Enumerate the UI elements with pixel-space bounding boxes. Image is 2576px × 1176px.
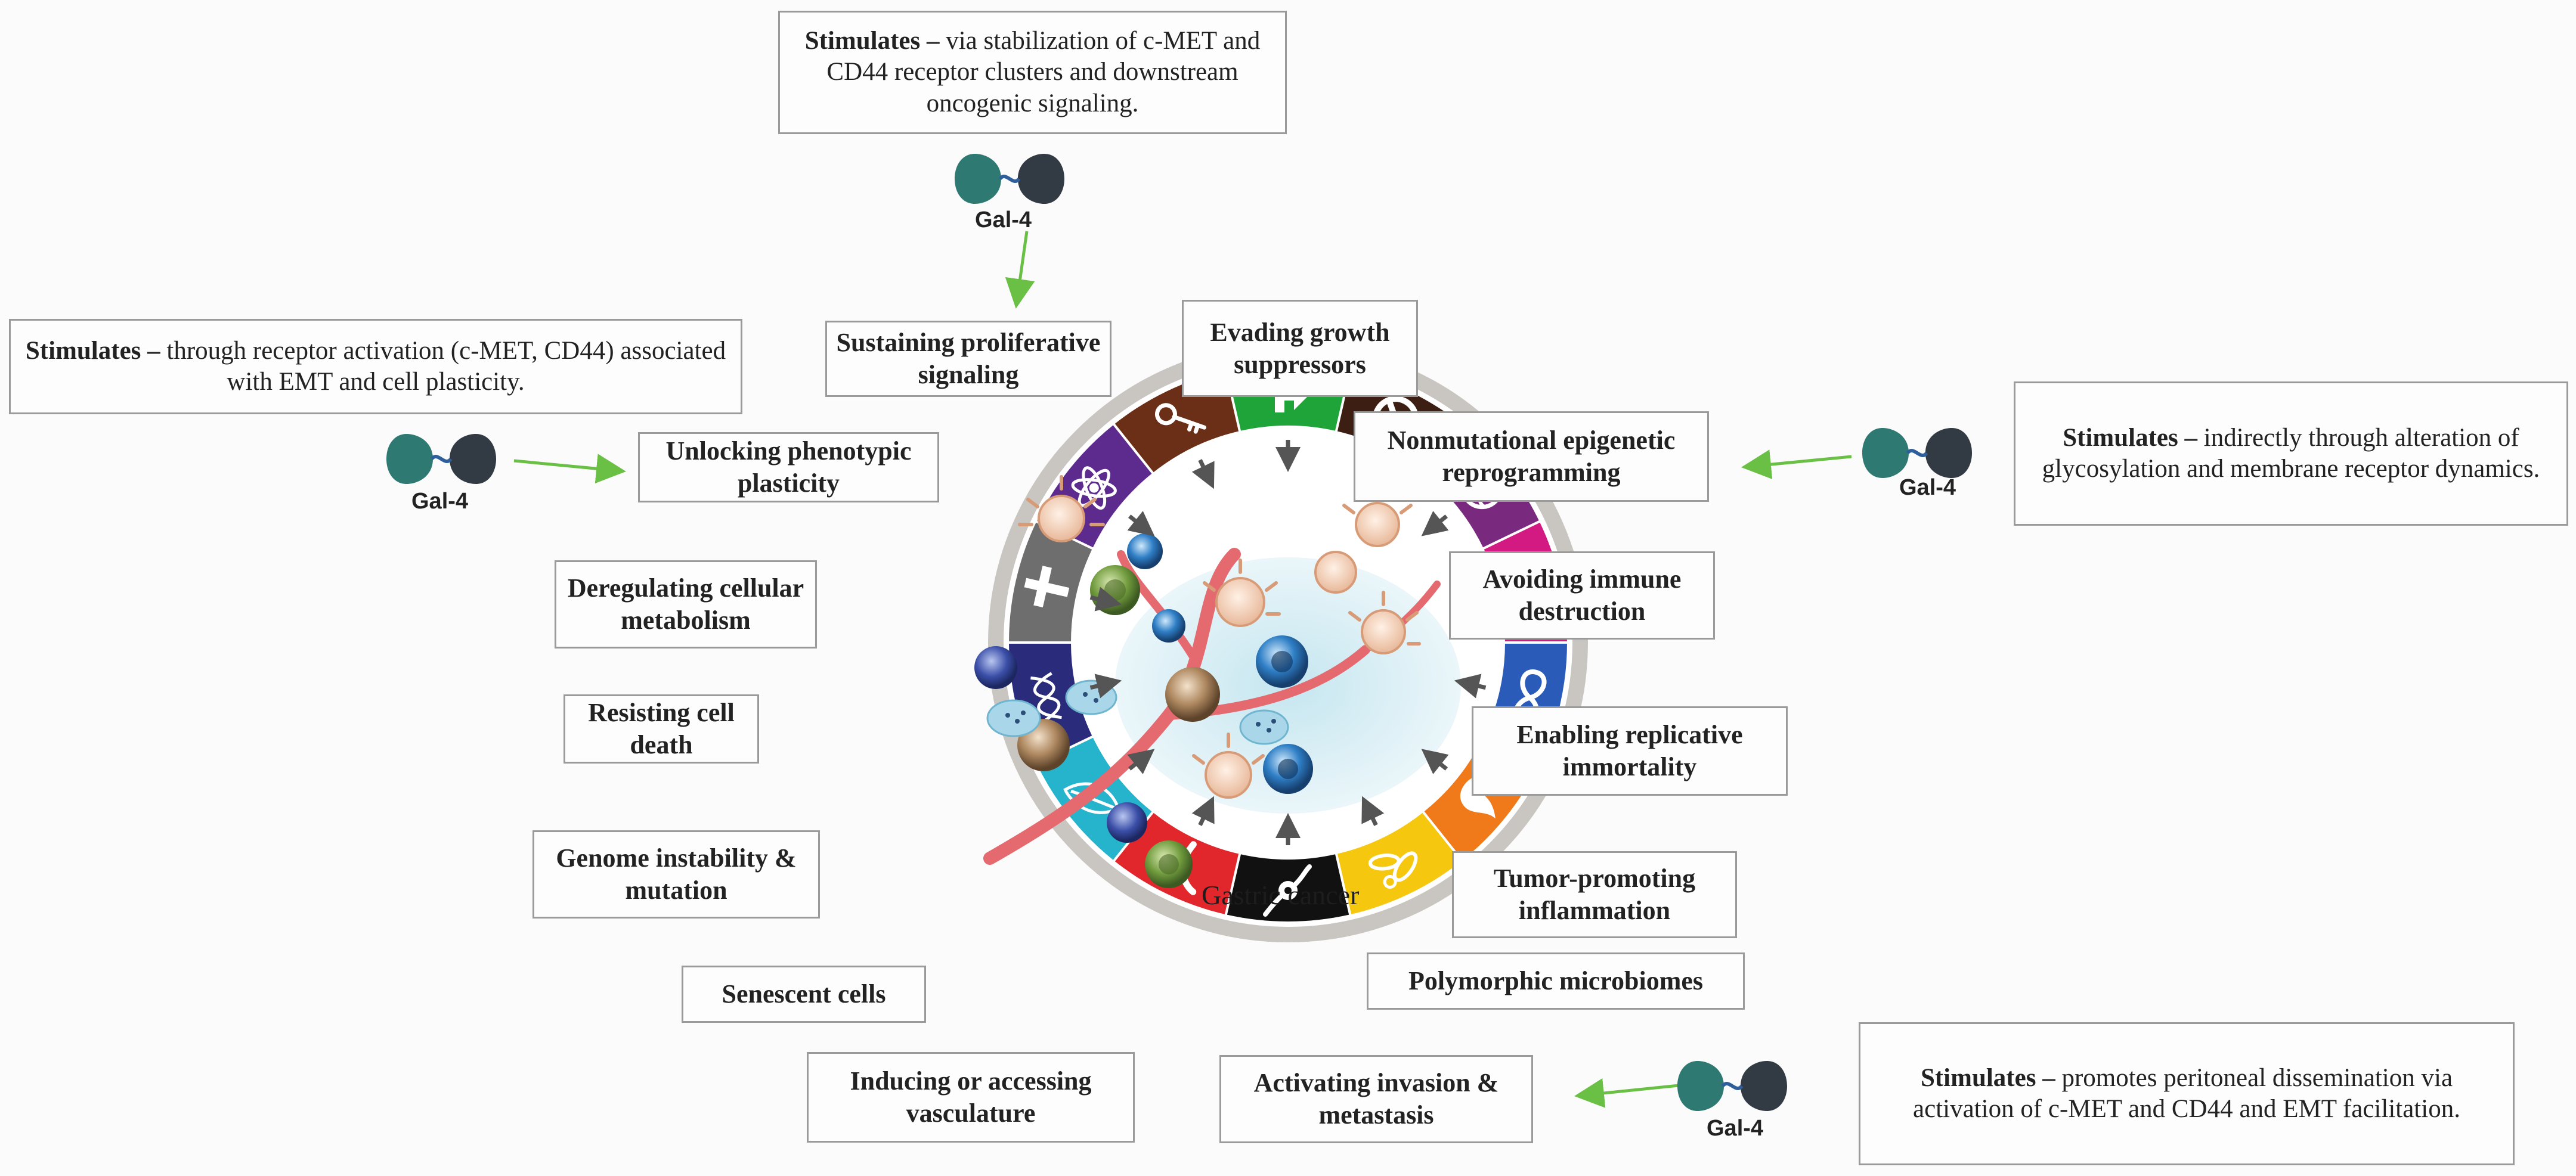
arrow-to-tumor-senescent (1127, 749, 1155, 774)
stimulates-box-invasion: Stimulates – promotes peritoneal dissemi… (1859, 1022, 2515, 1165)
label-senescent: Senescent cells (682, 966, 926, 1023)
stimulates-keyword: Stimulates – (2063, 423, 2197, 452)
arrow-to-tumor-genome (1089, 674, 1122, 699)
bacteria-icon (1368, 851, 1418, 889)
arrow-to-tumor-metabolism (1127, 511, 1155, 536)
label-metabolism: Deregulating cellular metabolism (555, 560, 817, 648)
atom-icon (1071, 466, 1117, 510)
gal4-molecules (386, 154, 1972, 1111)
stimulates-box-sustaining: Stimulates – via stabilization of c-MET … (778, 11, 1287, 134)
gal4-molecule-icon-sustaining (955, 154, 1064, 204)
arrow-to-tumor-plasticity (1191, 459, 1215, 489)
gal4-arrow-epigenetic (1741, 449, 1852, 480)
arrow-to-tumor-celldeath (1089, 587, 1122, 612)
stimulates-box-epigenetic: Stimulates – indirectly through alterati… (2014, 381, 2568, 526)
label-plasticity: Unlocking phenotypic plasticity (638, 432, 939, 502)
invasive-cell-icon (1263, 864, 1312, 917)
stimulates-text: via stabilization of c-MET and CD44 rece… (826, 26, 1261, 117)
gal4-molecule-icon-epigenetic (1862, 428, 1972, 478)
gal4-arrow-plasticity (513, 454, 626, 484)
stimulates-text: indirectly through alteration of glycosy… (2042, 423, 2540, 483)
tumor-illustration (974, 475, 1461, 888)
label-invasion: Activating invasion & metastasis (1219, 1055, 1533, 1143)
cross-icon (1024, 566, 1070, 608)
key-icon (1154, 403, 1207, 434)
label-immune: Avoiding immune destruction (1449, 551, 1715, 640)
label-inflammation: Tumor-promoting inflammation (1452, 851, 1737, 938)
stimulates-keyword: Stimulates – (1920, 1063, 2055, 1092)
arrow-to-tumor-vasculature (1191, 796, 1215, 826)
label-evading: Evading growth suppressors (1182, 300, 1418, 397)
label-sustaining: Sustaining proliferative signaling (825, 321, 1111, 397)
arrow-to-tumor-immortality (1454, 674, 1487, 699)
label-celldeath: Resisting cell death (564, 694, 759, 764)
center-label: Gastric cancer (1202, 880, 1360, 910)
gal4-label-invasion: Gal-4 (1707, 1116, 1764, 1141)
label-epigenetic: Nonmutational epigenetic reprogramming (1354, 411, 1709, 502)
stimulates-keyword: Stimulates – (25, 336, 160, 365)
gal4-arrow-sustaining (1005, 231, 1035, 309)
label-genome: Genome instability & mutation (532, 830, 820, 919)
gal4-label-sustaining: Gal-4 (975, 207, 1032, 232)
stimulates-box-plasticity: Stimulates – through receptor activation… (9, 319, 742, 414)
label-vasculature: Inducing or accessing vasculature (807, 1052, 1135, 1143)
stimulates-text: through receptor activation (c-MET, CD44… (166, 336, 726, 396)
arrow-to-tumor-microbiomes (1361, 796, 1385, 826)
gal4-molecule-icon-plasticity (386, 434, 496, 484)
gal4-label-epigenetic: Gal-4 (1899, 475, 1956, 500)
gal4-arrows (513, 231, 1852, 1108)
stimulates-text: promotes peritoneal dissemination via ac… (1913, 1063, 2460, 1123)
gal4-arrow-invasion (1574, 1078, 1697, 1108)
gal4-molecule-icon-invasion (1677, 1061, 1787, 1111)
label-immortality: Enabling replicative immortality (1472, 706, 1788, 796)
stimulates-keyword: Stimulates – (804, 26, 940, 55)
inner-arrows (1089, 440, 1487, 845)
gal4-label-plasticity: Gal-4 (411, 489, 469, 514)
label-microbiomes: Polymorphic microbiomes (1367, 952, 1745, 1010)
arrow-to-tumor-epigenetic (1421, 511, 1449, 536)
dna-icon (1030, 672, 1062, 723)
arrow-to-tumor-inflammation (1421, 749, 1449, 774)
